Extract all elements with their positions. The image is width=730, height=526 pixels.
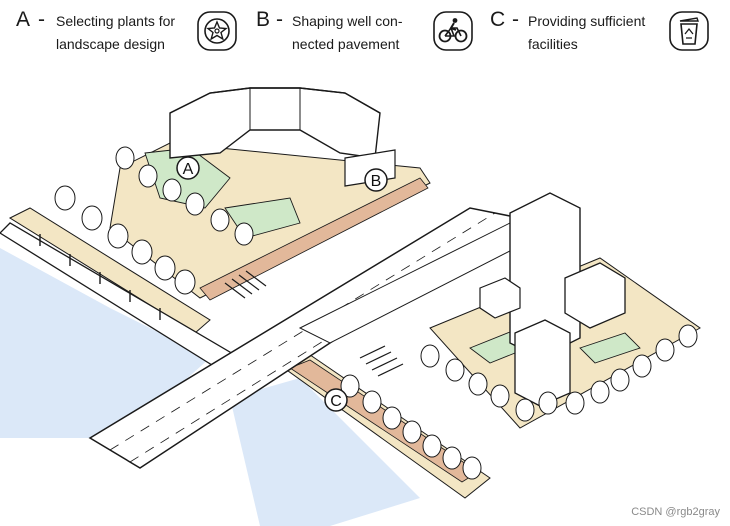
crosswalk-lower (359, 345, 404, 377)
legend-letter-b: B (256, 8, 271, 31)
legend-item-a: A - Selecting plants for landscape desig… (16, 6, 237, 58)
building-tower-small (514, 319, 571, 407)
bike-lane-upper (199, 177, 429, 301)
legend-letter-c: C (490, 8, 506, 31)
legend-item-b: B - Shaping well con- nected pavement (256, 6, 481, 58)
building-upper-left (169, 87, 381, 159)
river-bottom (230, 378, 420, 526)
planter-box (479, 277, 521, 319)
legend-item-c: C - Providing sufficient facilities (490, 6, 720, 58)
legend: A - Selecting plants for landscape desig… (0, 6, 730, 58)
flower-icon (197, 11, 237, 51)
legend-dash-c: - (512, 8, 519, 31)
tree-row-left (54, 185, 196, 295)
building-tower (509, 192, 581, 359)
lampposts-left (39, 234, 161, 320)
recycle-bin-icon (669, 11, 709, 51)
marker-c: C (324, 388, 348, 412)
bicycle-icon (433, 11, 473, 51)
tree-row-bottom (340, 374, 482, 480)
crosswalk-upper (224, 270, 267, 299)
legend-dash-b: - (276, 8, 283, 31)
tree-row-plaza (115, 146, 254, 246)
building-block-right (564, 262, 626, 329)
legend-text-c: Providing sufficient facilities (528, 13, 646, 52)
legend-letter-a: A (16, 8, 31, 31)
watermark: CSDN @rgb2gray (631, 506, 720, 518)
marker-c-label: C (330, 393, 342, 410)
urban-landscape-sketch: A B C (0, 87, 701, 526)
legend-text-b: Shaping well con- nected pavement (292, 13, 403, 52)
tree-row-right (420, 324, 698, 422)
legend-text-a: Selecting plants for landscape design (56, 13, 176, 52)
grass-courtyard-2 (579, 332, 641, 364)
building-upper-left-roof (169, 87, 381, 114)
river-left (0, 248, 210, 438)
legend-dash-a: - (38, 8, 45, 31)
marker-a: A (176, 156, 200, 180)
marker-b-label: B (371, 173, 382, 190)
marker-b: B (364, 168, 388, 192)
marker-a-label: A (183, 161, 194, 178)
